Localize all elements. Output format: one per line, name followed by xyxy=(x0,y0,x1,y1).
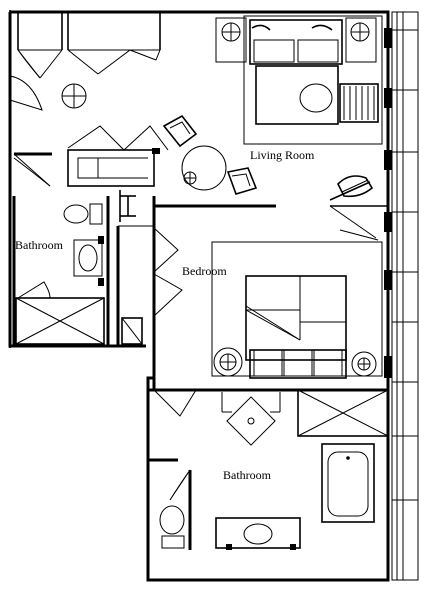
bedroom-furniture xyxy=(211,241,383,379)
closet-area xyxy=(9,12,161,111)
living-room-label: Living Room xyxy=(250,148,315,162)
left-bathroom-label: Bathroom xyxy=(15,238,64,252)
bottom-bathroom-label: Bathroom xyxy=(223,468,272,482)
window-strip xyxy=(384,11,419,581)
kitchenette xyxy=(67,125,169,187)
bottom-bathroom xyxy=(146,389,389,580)
bedroom-label: Bedroom xyxy=(182,264,227,278)
interior-walls xyxy=(116,190,388,417)
living-room-furniture xyxy=(162,15,383,201)
left-bathroom xyxy=(12,152,143,346)
